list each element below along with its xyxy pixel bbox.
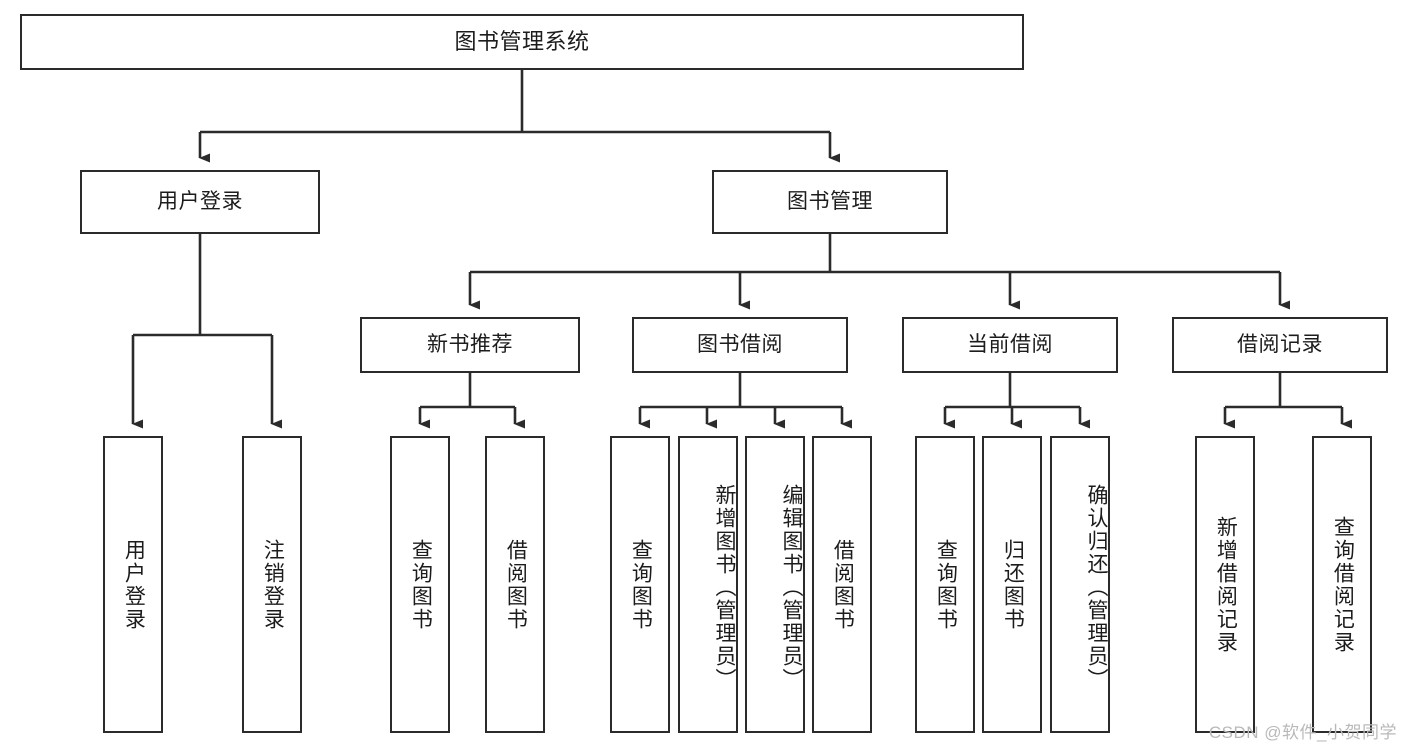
node-label: 新增图书（管理员） [713, 484, 736, 691]
leaf-confirm-return[interactable]: 确认归还（管理员） [1050, 436, 1110, 733]
node-label: 图书管理系统 [454, 28, 590, 54]
leaf-query-book-2[interactable]: 查询图书 [610, 436, 670, 733]
node-label: 图书借阅 [697, 333, 783, 357]
node-label: 图书管理 [787, 190, 873, 214]
node-label: 当前借阅 [967, 333, 1053, 357]
node-label: 用户登录 [122, 538, 146, 631]
leaf-query-record[interactable]: 查询借阅记录 [1312, 436, 1372, 733]
node-label: 归还图书 [1001, 538, 1025, 631]
node-label: 确认归还（管理员） [1085, 484, 1108, 691]
node-label: 借阅记录 [1237, 333, 1323, 357]
node-book-borrow[interactable]: 图书借阅 [632, 317, 848, 373]
node-label: 新增借阅记录 [1214, 515, 1238, 654]
node-label: 新书推荐 [427, 333, 513, 357]
node-label: 查询图书 [629, 538, 653, 631]
leaf-borrow-book-1[interactable]: 借阅图书 [485, 436, 545, 733]
node-label: 查询图书 [409, 538, 433, 631]
node-label: 借阅图书 [831, 538, 855, 631]
leaf-return-book[interactable]: 归还图书 [982, 436, 1042, 733]
leaf-edit-book[interactable]: 编辑图书（管理员） [745, 436, 805, 733]
node-borrow-record[interactable]: 借阅记录 [1172, 317, 1388, 373]
leaf-add-record[interactable]: 新增借阅记录 [1195, 436, 1255, 733]
node-new-book-recommend[interactable]: 新书推荐 [360, 317, 580, 373]
node-label: 用户登录 [157, 190, 243, 214]
node-user-login[interactable]: 用户登录 [80, 170, 320, 234]
leaf-add-book[interactable]: 新增图书（管理员） [678, 436, 738, 733]
leaf-query-book-1[interactable]: 查询图书 [390, 436, 450, 733]
leaf-user-login[interactable]: 用户登录 [103, 436, 163, 733]
leaf-borrow-book-2[interactable]: 借阅图书 [812, 436, 872, 733]
node-label: 编辑图书（管理员） [780, 484, 803, 691]
node-book-manage[interactable]: 图书管理 [712, 170, 948, 234]
node-root-book-management-system[interactable]: 图书管理系统 [20, 14, 1024, 70]
node-label: 查询图书 [934, 538, 958, 631]
node-label: 借阅图书 [504, 538, 528, 631]
node-current-borrow[interactable]: 当前借阅 [902, 317, 1118, 373]
node-label: 查询借阅记录 [1331, 515, 1355, 654]
leaf-user-logout[interactable]: 注销登录 [242, 436, 302, 733]
node-label: 注销登录 [261, 538, 285, 631]
leaf-query-book-3[interactable]: 查询图书 [915, 436, 975, 733]
